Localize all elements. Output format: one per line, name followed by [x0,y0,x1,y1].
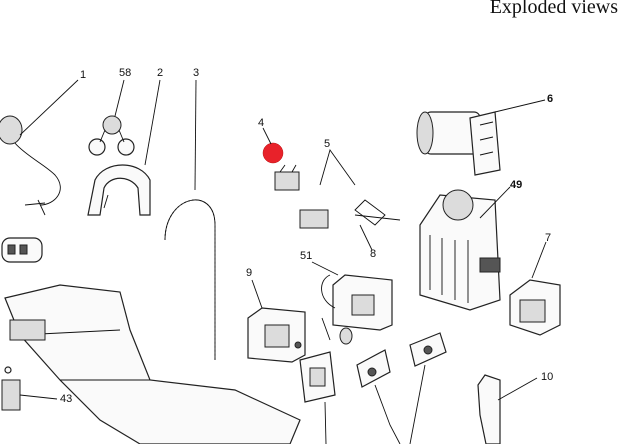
leader-58 [114,79,125,117]
callout-6: 6 [547,93,553,105]
leader-5 [319,148,356,186]
part-2-hose-bracket[interactable] [87,164,151,216]
callout-4: 4 [258,117,264,129]
callout-49: 49 [510,179,522,191]
part-lower-switch-plate[interactable] [299,351,336,403]
callout-8: 8 [370,248,376,260]
part-10-bracket[interactable] [477,374,501,444]
part-3-drain-hose[interactable] [164,199,216,360]
part-49-programmer[interactable] [419,189,501,311]
leader-6 [494,99,546,113]
part-43-clips[interactable] [1,366,21,411]
callout-5: 5 [324,138,330,150]
part-1-power-cable[interactable] [0,115,61,216]
leader-7 [531,241,547,279]
callout-58: 58 [119,67,131,79]
leader-8 [359,224,373,251]
leader-lower [324,364,426,444]
leader-51 [311,261,339,276]
callout-43: 43 [60,393,72,405]
leader-43 [19,394,58,400]
part-51-capacitor-box[interactable] [321,274,393,345]
leader-1 [19,79,79,136]
part-6-timer-motor[interactable] [416,111,501,176]
part-58-connector[interactable] [88,115,135,156]
page-title: Exploded views [489,0,618,18]
part-7-door-interlock[interactable] [509,279,561,336]
callout-2: 2 [157,67,163,79]
callout-51: 51 [300,250,312,262]
callout-9: 9 [246,267,252,279]
leader-10 [497,377,538,401]
part-5-terminals[interactable] [299,199,401,229]
leader-2 [144,79,161,166]
highlight-dot [262,142,284,164]
leader-4 [262,127,272,145]
callout-1: 1 [80,69,86,81]
part-9-relay-box[interactable] [247,307,306,363]
part-lower-knob-2[interactable] [409,332,447,367]
leader-3 [194,79,197,191]
part-base-frame[interactable] [4,284,301,444]
page-header: Exploded views [0,0,630,30]
leader-9 [251,279,263,309]
callout-3: 3 [193,67,199,79]
part-connector-block-left[interactable] [1,237,43,263]
part-4-relay[interactable] [262,142,300,191]
callout-7: 7 [545,232,551,244]
part-lower-knob-1[interactable] [356,349,391,388]
callout-10: 10 [541,371,553,383]
leader-49 [479,186,511,219]
